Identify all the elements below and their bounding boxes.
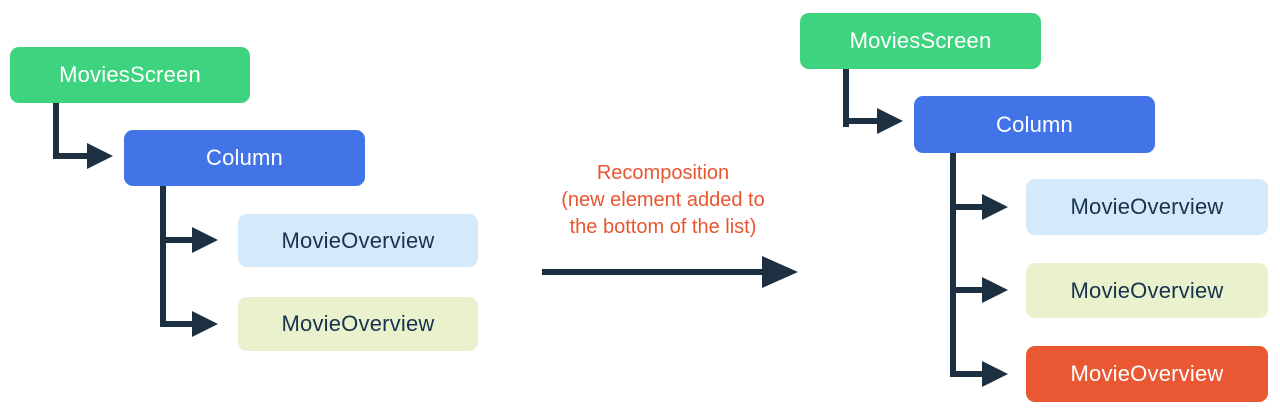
node-column-after: Column [914,96,1155,153]
node-movieoverview-2-after: MovieOverview [1026,263,1268,318]
connector-line [160,186,166,327]
node-movieoverview-3-after-new: MovieOverview [1026,346,1268,402]
arrowhead-icon [982,361,1008,387]
arrowhead-icon [192,227,218,253]
node-column-before: Column [124,130,365,186]
node-moviesscreen-after: MoviesScreen [800,13,1041,69]
connector-line [950,287,982,293]
node-movieoverview-1-after: MovieOverview [1026,179,1268,235]
recomposition-label-line1: Recomposition [596,162,730,184]
recomposition-label-line3: the bottom of the list) [569,216,757,238]
arrowhead-icon [982,194,1008,220]
arrowhead-icon [982,277,1008,303]
connector-line [843,69,849,127]
arrowhead-icon [87,143,113,169]
arrowhead-icon [192,311,218,337]
connector-line [950,153,956,377]
connector-line [950,204,982,210]
connector-line [950,371,982,377]
connector-line [53,153,87,159]
recomposition-label-line2: (new element added to [561,189,765,211]
recomposition-label: Recomposition (new element added to the … [473,160,853,241]
arrowhead-icon [877,108,903,134]
connector-line [53,103,59,159]
connector-line [160,237,192,243]
node-movieoverview-2-before: MovieOverview [238,297,478,351]
recomposition-arrow-line [542,269,767,275]
node-movieoverview-1-before: MovieOverview [238,214,478,267]
node-moviesscreen-before: MoviesScreen [10,47,250,103]
connector-line [843,118,877,124]
arrowhead-icon [762,256,798,288]
connector-line [160,321,192,327]
